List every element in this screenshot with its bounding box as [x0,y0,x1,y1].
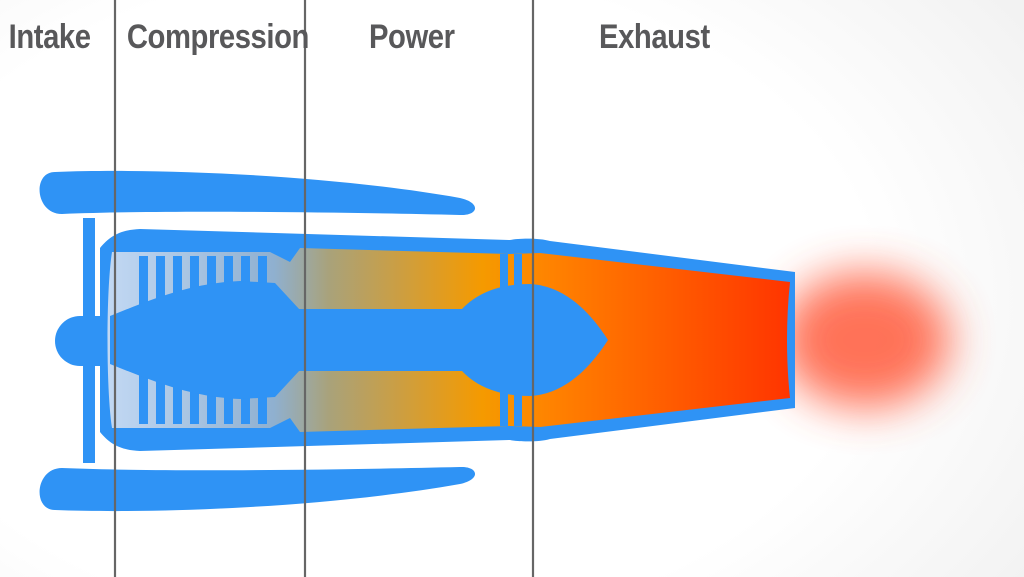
exhaust-plume [780,272,950,408]
compressor-hub [110,281,300,399]
turbine-cone [462,284,608,396]
stage-label-intake: Intake [8,18,91,56]
turbine-blades [500,254,522,426]
shaft [298,309,478,371]
upper-nacelle [39,170,476,216]
stage-label-power: Power [368,18,455,56]
lower-nacelle [39,466,476,512]
compressor-blades [139,256,267,424]
stage-label-exhaust: Exhaust [599,18,710,56]
stage-label-compression: Compression [126,18,310,56]
